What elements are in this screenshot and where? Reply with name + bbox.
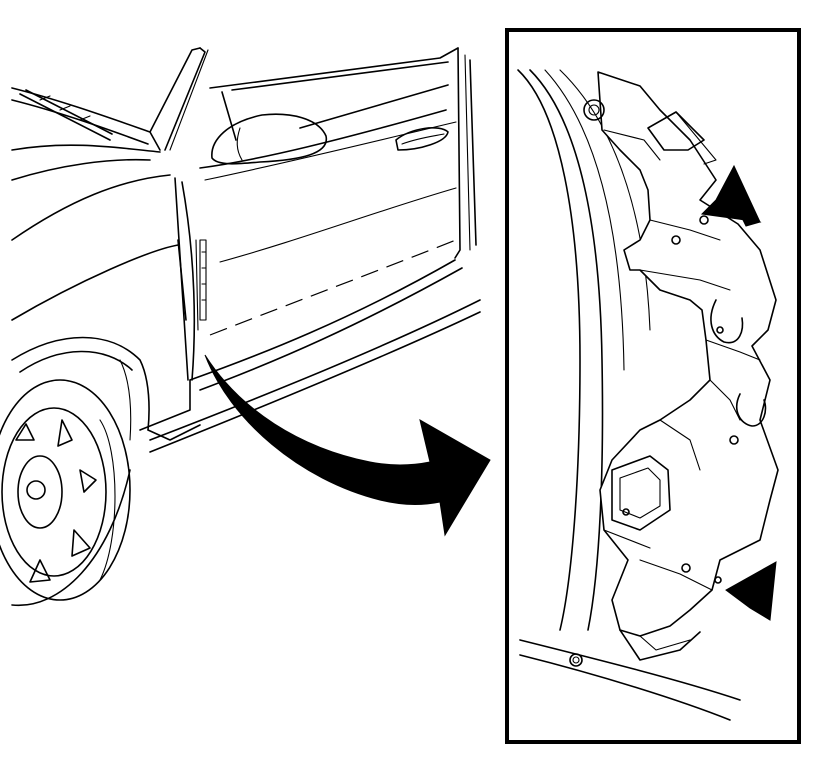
door-handle <box>395 127 449 151</box>
detail-inset <box>505 28 801 744</box>
wiper-blade <box>19 89 113 141</box>
inset-frame <box>505 28 801 744</box>
arrow-icon <box>700 164 777 621</box>
front-fender <box>11 336 201 607</box>
curved-arrow-icon <box>204 354 491 537</box>
rocker-panel <box>149 299 481 453</box>
lower-bracket-tab <box>619 629 701 661</box>
front-wheel <box>0 379 131 601</box>
vehicle-overview <box>0 47 491 607</box>
front-door <box>174 47 477 391</box>
hood <box>11 144 179 321</box>
hinge-reinforcement <box>597 71 779 637</box>
hinge-pillar <box>177 239 207 331</box>
side-mirror <box>211 113 328 165</box>
mounting-holes <box>569 99 739 667</box>
door-pillar <box>517 69 741 721</box>
